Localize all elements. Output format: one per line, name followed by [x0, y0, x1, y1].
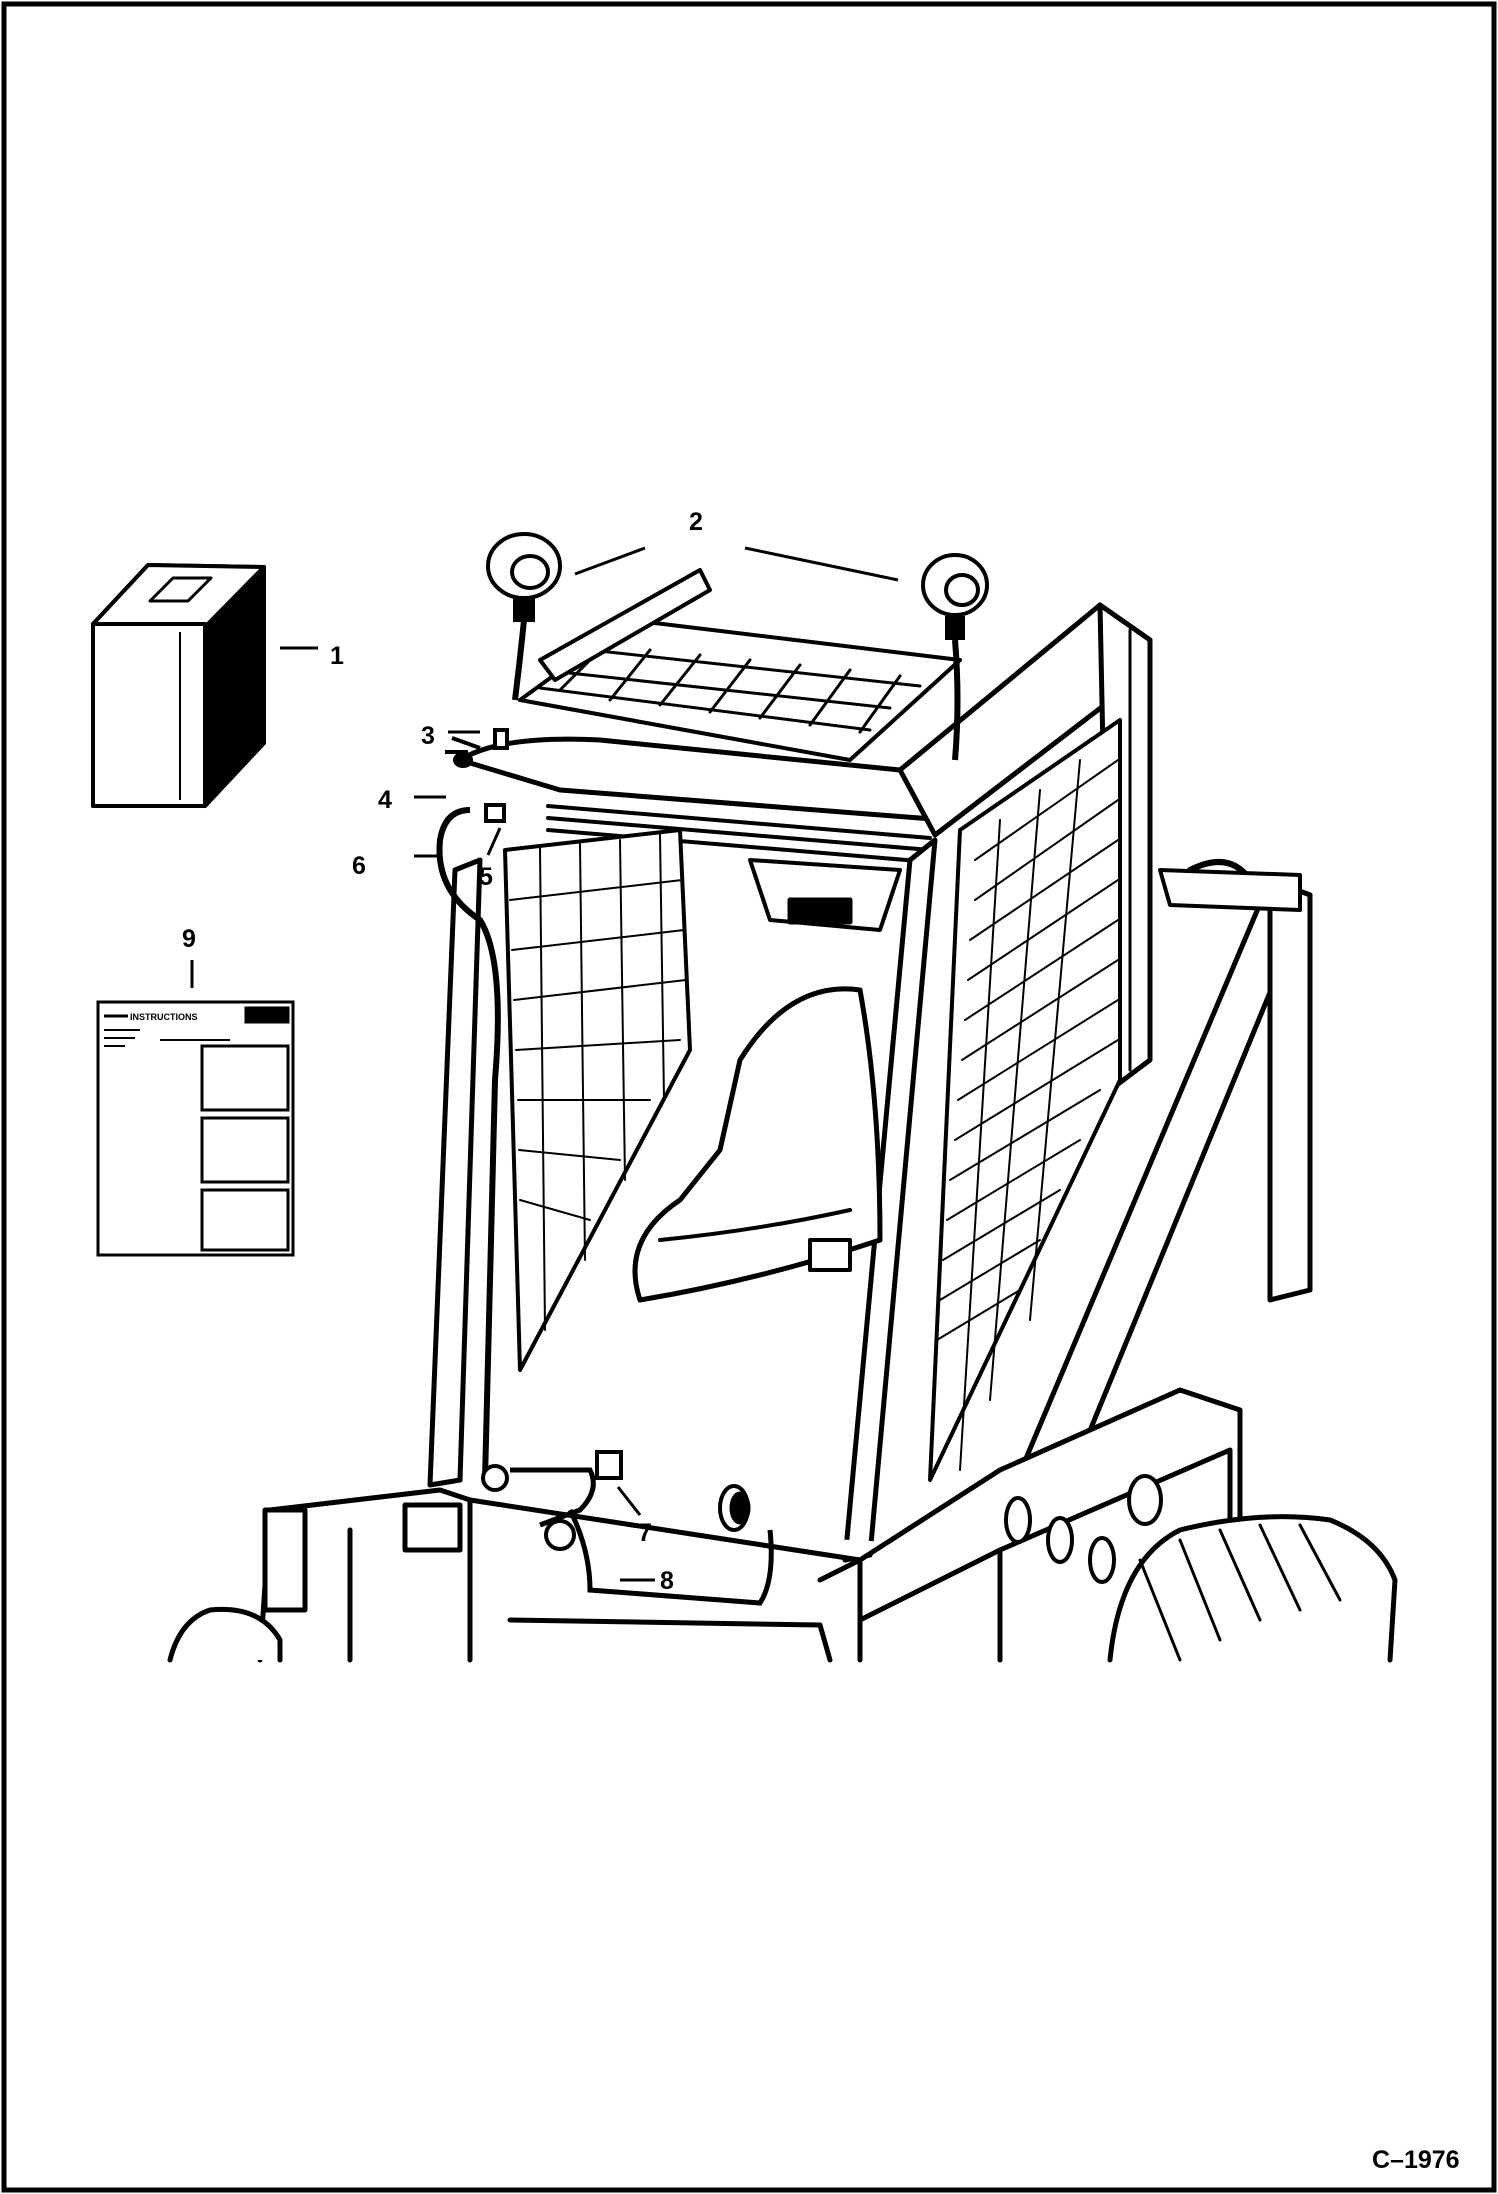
part-3-4-5-6 [436, 728, 509, 1481]
left-tire [167, 1606, 283, 1663]
callout-4: 4 [378, 786, 392, 814]
decal-title: INSTRUCTIONS [130, 1012, 198, 1022]
right-tire [1107, 1514, 1398, 1663]
callout-1: 1 [330, 642, 344, 670]
part-1-box [91, 563, 266, 808]
leader-2 [574, 546, 899, 582]
callout-8: 8 [660, 1567, 674, 1595]
callout-2: 2 [689, 508, 703, 536]
leaders-3-6 [414, 730, 502, 858]
callout-7: 7 [638, 1519, 652, 1547]
callout-6: 6 [352, 852, 366, 880]
part-2-lights [486, 532, 989, 761]
callout-9: 9 [182, 925, 196, 953]
seat [632, 986, 883, 1303]
part-7-8-harness [481, 1450, 774, 1606]
callout-3: 3 [421, 722, 435, 750]
part-9-decal [96, 1000, 295, 1257]
figure-id: C–1976 [1372, 2146, 1460, 2174]
loader-machine [167, 568, 1398, 1663]
callout-5: 5 [479, 863, 493, 891]
leaders-7-8 [616, 1486, 655, 1582]
